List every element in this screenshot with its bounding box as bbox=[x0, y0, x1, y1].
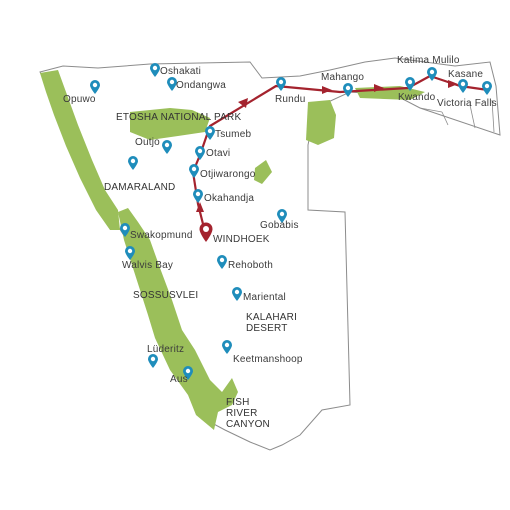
label-fish-line-1: FISH bbox=[226, 397, 250, 408]
route-arrows bbox=[196, 80, 458, 212]
label-gobabis: Gobabis bbox=[260, 220, 299, 231]
label-windhoek: WINDHOEK bbox=[213, 234, 270, 245]
label-outjo: Outjo bbox=[135, 137, 160, 148]
label-ondangwa: Ondangwa bbox=[176, 80, 226, 91]
label-damaraland: DAMARALAND bbox=[104, 182, 176, 193]
label-kwando: Kwando bbox=[398, 92, 436, 103]
label-rehoboth: Rehoboth bbox=[228, 260, 273, 271]
waterberg-park bbox=[254, 160, 272, 184]
route-arrow bbox=[448, 80, 458, 88]
label-fish-line-2: RIVER bbox=[226, 408, 258, 419]
label-kalahari-desert: KALAHARI DESERT bbox=[246, 312, 297, 334]
label-opuwo: Opuwo bbox=[63, 94, 96, 105]
label-kasane: Kasane bbox=[448, 69, 484, 80]
label-sossusvlei: SOSSUSVLEI bbox=[133, 290, 199, 301]
skeleton-coast-park bbox=[40, 70, 120, 230]
label-fish-river-canyon: FISH RIVER CANYON bbox=[226, 397, 270, 430]
label-kalahari-line-1: KALAHARI bbox=[246, 312, 298, 323]
label-okahandja: Okahandja bbox=[204, 193, 255, 204]
label-mahango: Mahango bbox=[321, 72, 365, 83]
label-mariental: Mariental bbox=[243, 292, 286, 303]
label-aus: Aus bbox=[170, 374, 188, 385]
namib-naukluft-park bbox=[118, 208, 238, 430]
caprivi-border-lines bbox=[419, 99, 495, 133]
label-tsumeb: Tsumeb bbox=[215, 129, 252, 140]
label-otjiwarongo: Otjiwarongo bbox=[200, 169, 256, 180]
route-arrow bbox=[374, 84, 384, 92]
country-border bbox=[39, 57, 501, 451]
route-line bbox=[191, 74, 489, 233]
label-keetmanshoop: Keetmanshoop bbox=[233, 354, 303, 365]
label-swakopmund: Swakopmund bbox=[130, 230, 193, 241]
label-walvis-bay: Walvis Bay bbox=[122, 260, 174, 271]
route-arrow bbox=[196, 202, 204, 212]
label-katima-mulilo: Katima Mulilo bbox=[397, 55, 460, 66]
label-otavi: Otavi bbox=[206, 148, 231, 159]
etosha-park bbox=[130, 108, 210, 140]
label-luderitz: Lüderitz bbox=[147, 344, 185, 355]
khaudum-park bbox=[306, 100, 336, 145]
label-victoria-falls: Victoria Falls bbox=[437, 98, 497, 109]
route-arrow bbox=[238, 98, 248, 108]
label-kalahari-line-2: DESERT bbox=[246, 323, 288, 334]
label-oshakati: Oshakati bbox=[160, 66, 202, 77]
label-rundu: Rundu bbox=[275, 94, 306, 105]
label-fish-line-3: CANYON bbox=[226, 419, 270, 430]
route-arrow bbox=[322, 86, 332, 94]
label-etosha-national-park: ETOSHA NATIONAL PARK bbox=[116, 112, 242, 123]
